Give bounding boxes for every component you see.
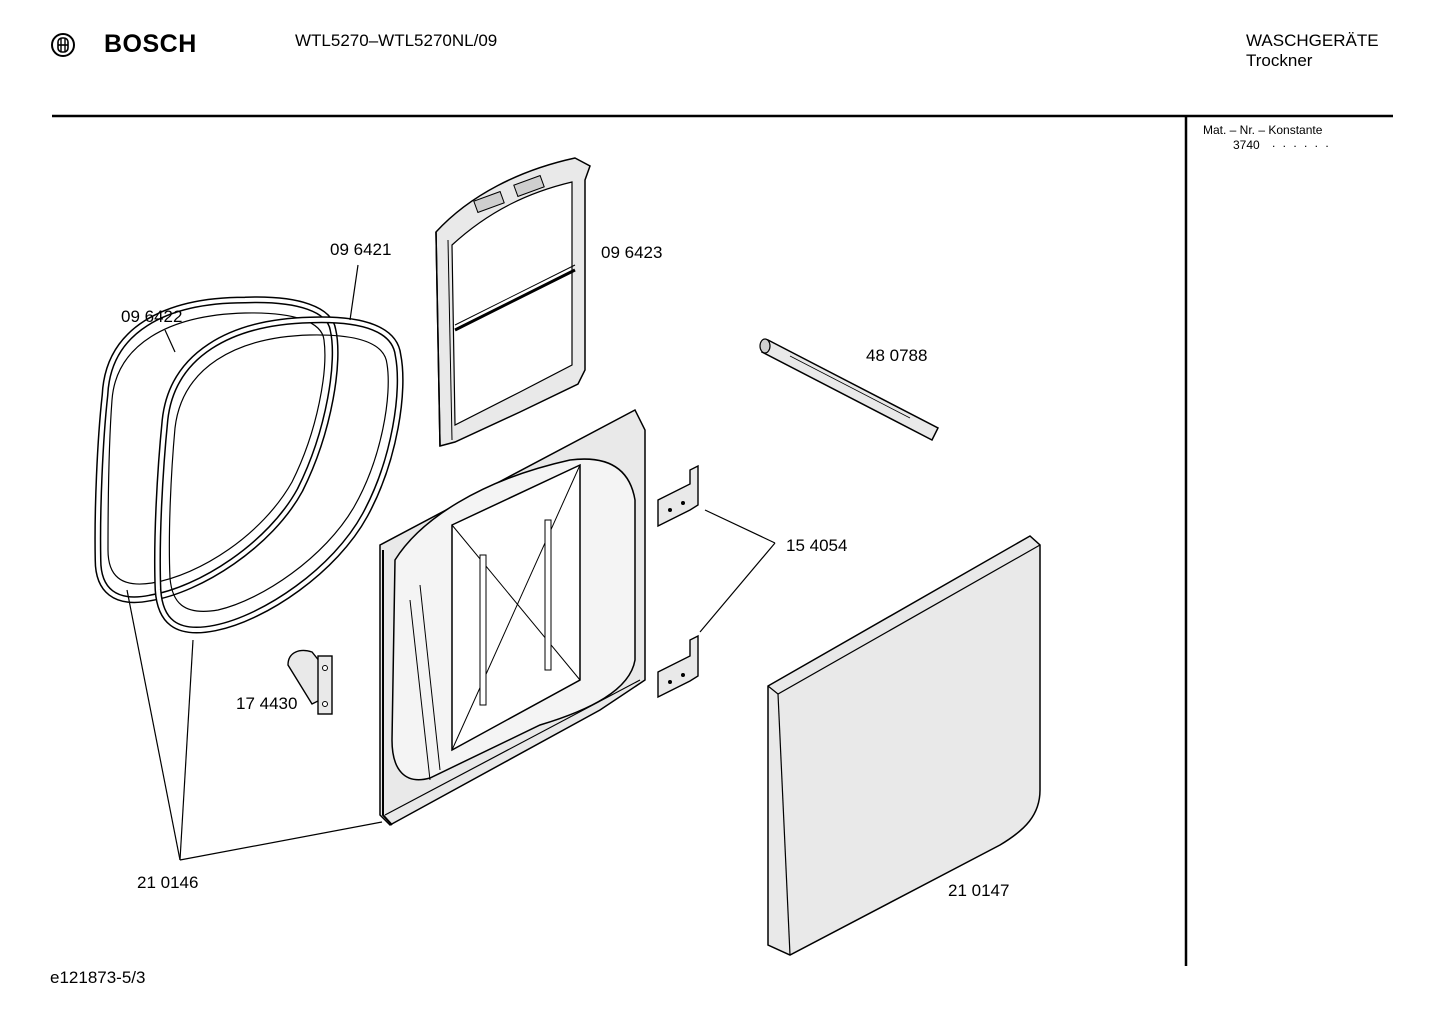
mat-number-value: 3740 [1233, 138, 1260, 152]
part-label-480788: 48 0788 [866, 346, 928, 365]
category-title: WASCHGERÄTE [1246, 31, 1379, 50]
part-label-096421: 09 6421 [330, 240, 392, 259]
mat-number-label: Mat. – Nr. – Konstante [1203, 123, 1323, 137]
part-label-096422: 09 6422 [121, 307, 183, 326]
door-hinge-upper [657, 464, 699, 528]
model-number: WTL5270–WTL5270NL/09 [295, 31, 498, 50]
part-label-210147: 21 0147 [948, 881, 1010, 900]
part-label-174430: 17 4430 [236, 694, 298, 713]
document-id: e121873-5/3 [50, 968, 146, 987]
mat-number-dots: . . . . . . [1272, 136, 1331, 150]
brand-logo-icon [50, 32, 76, 58]
inner-door-gasket [153, 316, 404, 634]
door-outer-panel [767, 535, 1041, 956]
part-label-096423: 09 6423 [601, 243, 663, 262]
door-inner-frame [379, 408, 646, 826]
door-hinge-lower [657, 634, 699, 699]
part-label-210146: 21 0146 [137, 873, 199, 892]
part-label-154054: 15 4054 [786, 536, 848, 555]
subcategory-title: Trockner [1246, 51, 1313, 70]
door-rod [759, 338, 940, 442]
lint-filter-frame [435, 157, 591, 447]
outer-door-gasket [94, 296, 339, 604]
leader-lines [126, 264, 776, 861]
brand-name: BOSCH [104, 30, 197, 58]
door-latch [287, 649, 333, 715]
